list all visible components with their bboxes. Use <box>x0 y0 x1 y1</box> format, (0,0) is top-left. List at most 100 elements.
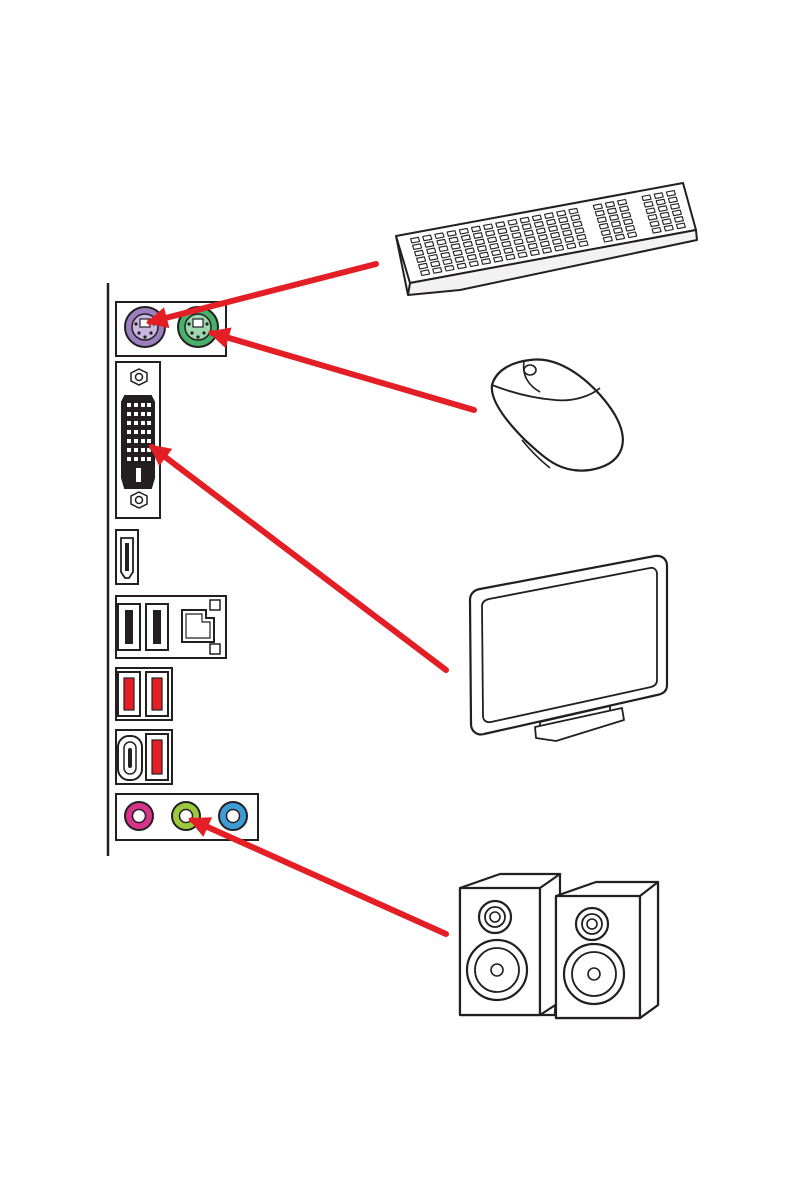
keyboard-key <box>563 230 572 236</box>
keyboard-key <box>520 217 529 223</box>
keyboard-key <box>616 234 625 240</box>
keyboard-key <box>658 206 667 212</box>
dvi-screw-bottom <box>131 492 147 508</box>
arrow-speakers-to-audio <box>192 820 446 934</box>
keyboard-key <box>555 245 564 251</box>
keyboard-key <box>472 226 481 232</box>
keyboard-key <box>654 193 663 199</box>
keyboard-key <box>451 244 460 250</box>
keyboard-key <box>500 235 509 241</box>
arrow-mouse-to-ps2 <box>212 333 474 410</box>
keyboard-key <box>413 244 422 250</box>
keyboard-key <box>445 265 454 271</box>
keyboard-key <box>449 237 458 243</box>
hdmi-port <box>116 530 138 584</box>
keyboard-key <box>628 232 637 238</box>
keyboard-key <box>415 250 424 256</box>
keyboard-key <box>530 250 539 256</box>
keyboard-key <box>561 224 570 230</box>
ps2-block <box>116 302 226 356</box>
keyboard-key <box>431 261 440 267</box>
keyboard-key <box>494 257 503 263</box>
usb3-block <box>116 668 172 720</box>
keyboard-key <box>455 257 464 263</box>
keyboard-key <box>547 219 556 225</box>
usb3-port-2 <box>146 672 168 716</box>
usbc-usb3-block <box>116 730 172 784</box>
keyboard-key <box>597 217 606 223</box>
speakers-icon <box>460 874 658 1018</box>
keyboard-key <box>506 254 515 259</box>
keyboard-key <box>603 236 612 242</box>
keyboard-key <box>577 234 586 240</box>
usb3-port-3 <box>146 734 168 780</box>
keyboard-key <box>670 204 679 210</box>
keyboard-key <box>662 219 671 225</box>
keyboard-key <box>614 228 623 234</box>
keyboard-key <box>437 239 446 245</box>
keyboard-key <box>486 231 495 237</box>
keyboard-key <box>435 233 444 239</box>
keyboard-key <box>457 263 466 269</box>
keyboard-key <box>567 243 576 249</box>
dvi-port <box>116 362 160 518</box>
keyboard-key <box>559 217 568 223</box>
usb3-port-1 <box>118 672 140 716</box>
keyboard-key <box>660 212 669 218</box>
keyboard-key <box>542 248 551 254</box>
keyboard-key <box>672 210 681 216</box>
keyboard-key <box>421 270 430 276</box>
keyboard-icon <box>396 183 697 295</box>
keyboard-key <box>571 215 580 221</box>
keyboard-key <box>650 221 659 227</box>
keyboard-key <box>492 250 501 256</box>
keyboard-key <box>518 252 527 258</box>
mouse-icon <box>492 360 623 471</box>
keyboard-key <box>668 197 677 203</box>
keyboard-key <box>593 204 602 210</box>
keyboard-key <box>648 215 657 221</box>
dvi-screw-top <box>131 369 147 385</box>
keyboard-key <box>522 224 531 230</box>
keyboard-key <box>612 221 621 227</box>
keyboard-key <box>461 235 470 241</box>
keyboard-key <box>579 241 588 247</box>
keyboard-key <box>553 239 562 245</box>
keyboard-key <box>490 244 499 250</box>
keyboard-key <box>676 223 685 229</box>
keyboard-key <box>601 230 610 236</box>
keyboard-key <box>496 222 505 228</box>
io-panel <box>108 283 258 856</box>
keyboard-key <box>626 226 635 232</box>
keyboard-key <box>478 246 487 252</box>
keyboard-key <box>482 259 491 265</box>
keyboard-key <box>459 228 468 234</box>
usb2-port-2 <box>146 604 168 650</box>
monitor-icon <box>470 556 667 741</box>
keyboard-key <box>512 233 521 239</box>
keyboard-key <box>439 246 448 252</box>
audio-jack-green <box>172 802 200 830</box>
keyboard-key <box>510 226 519 232</box>
keyboard-key <box>498 228 507 234</box>
keyboard-key <box>469 261 478 267</box>
lan-port <box>182 600 220 654</box>
keyboard-key <box>484 224 493 230</box>
keyboard-key <box>453 250 462 256</box>
keyboard-key <box>652 228 661 234</box>
speaker-left <box>460 874 560 1015</box>
keyboard-key <box>508 220 517 226</box>
keyboard-key <box>488 237 497 243</box>
keyboard-key <box>504 248 513 254</box>
keyboard-key <box>514 239 523 245</box>
speaker-right <box>556 882 658 1018</box>
keyboard-key <box>463 241 472 247</box>
keyboard-key <box>429 255 438 261</box>
usb-c-port <box>118 736 142 780</box>
keyboard-key <box>664 225 673 231</box>
usb2-port-1 <box>118 604 140 650</box>
keyboard-key <box>425 242 434 248</box>
keyboard-key <box>443 259 452 265</box>
keyboard-key <box>480 252 489 258</box>
